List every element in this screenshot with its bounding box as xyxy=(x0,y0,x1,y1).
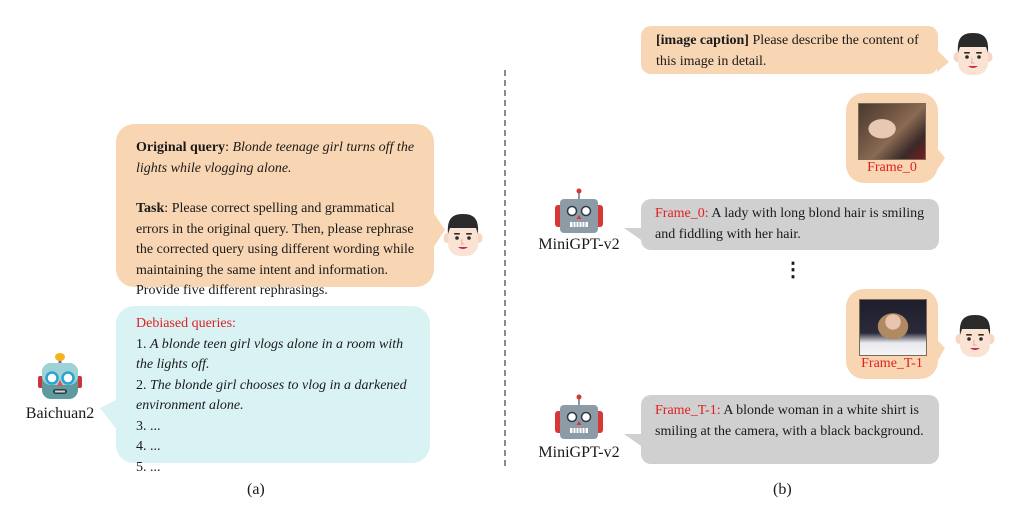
debiased-item: 2. The blonde girl chooses to vlog in a … xyxy=(136,377,407,414)
user-avatar-icon xyxy=(955,315,995,357)
frame-t-1-label: Frame_T-1 xyxy=(861,356,923,371)
user-avatar-icon xyxy=(953,33,993,75)
user-bubble-tail xyxy=(433,212,445,248)
task-text: Please correct spelling and grammatical … xyxy=(136,201,415,298)
frame-t-1-image xyxy=(859,299,927,356)
original-query: Original query: Blonde teenage girl turn… xyxy=(136,140,415,176)
frame-0-bubble-tail xyxy=(937,148,945,170)
prompt-bubble-tail xyxy=(937,50,949,72)
prompt-tag: [image caption] xyxy=(656,33,749,48)
frame-t-1-bubble: Frame_T-1 xyxy=(846,289,938,379)
debiased-queries-bubble: Debiased queries: 1. A blonde teen girl … xyxy=(116,306,430,475)
minigpt-label: MiniGPT-v2 xyxy=(538,444,620,461)
caption-a: (a) xyxy=(247,481,265,498)
debiased-item: 5. ... xyxy=(136,459,161,475)
frame-0-label: Frame_0 xyxy=(867,160,917,175)
debiased-item: 4. ... xyxy=(136,439,161,454)
response-text: A lady with long blond hair is smiling a… xyxy=(655,206,925,242)
user-avatar-icon xyxy=(443,214,483,256)
bot-bubble-tail-a xyxy=(100,398,120,434)
baichuan-robot-icon xyxy=(38,353,82,399)
original-query-label: Original query xyxy=(136,140,226,155)
frame-0-bubble: Frame_0 xyxy=(846,93,938,183)
response-0-bubble: Frame_0: A lady with long blond hair is … xyxy=(641,199,939,250)
response-text: A blonde woman in a white shirt is smili… xyxy=(655,403,924,439)
user-query-bubble: Original query: Blonde teenage girl turn… xyxy=(116,124,434,298)
debiased-title: Debiased queries: xyxy=(136,316,236,331)
panel-divider xyxy=(504,70,506,466)
minigpt-robot-icon xyxy=(555,394,603,439)
response-frame-label: Frame_T-1: xyxy=(655,403,721,418)
frame-0-image xyxy=(858,103,926,160)
response-1-tail xyxy=(624,434,644,448)
minigpt-label: MiniGPT-v2 xyxy=(538,236,620,253)
prompt-text: Please describe the content of this imag… xyxy=(656,33,919,69)
caption-b: (b) xyxy=(773,481,792,498)
frame-t-1-bubble-tail xyxy=(937,340,945,362)
debiased-item: 1. A blonde teen girl vlogs alone in a r… xyxy=(136,336,404,373)
response-1-bubble: Frame_T-1: A blonde woman in a white shi… xyxy=(641,395,939,464)
response-0-tail xyxy=(624,228,644,242)
debiased-item: 3. ... xyxy=(136,418,161,434)
task-label: Task xyxy=(136,201,165,216)
baichuan-label: Baichuan2 xyxy=(25,405,95,422)
task-description: Task: Please correct spelling and gramma… xyxy=(136,201,415,298)
original-query-text: Blonde teenage girl turns off the lights… xyxy=(136,140,415,176)
minigpt-robot-icon xyxy=(555,188,603,233)
vertical-ellipsis: ⋮ xyxy=(783,259,803,281)
response-frame-label: Frame_0: xyxy=(655,206,709,221)
prompt-bubble: [image caption] Please describe the cont… xyxy=(641,26,938,74)
